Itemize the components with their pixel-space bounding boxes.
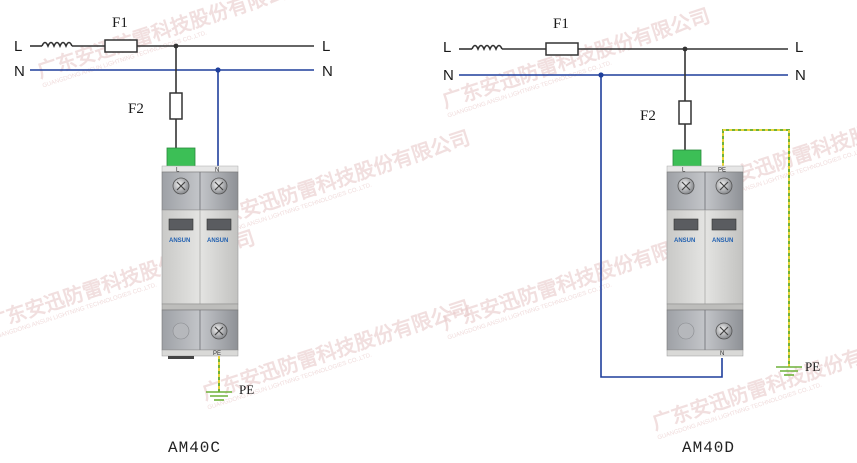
status-window (206, 218, 232, 231)
fuse-f2 (169, 92, 183, 120)
model-label: AM40D (682, 439, 735, 457)
line-label-right: L (795, 39, 803, 56)
fuse-f1 (104, 39, 138, 53)
watermark-text: 广东安迅防雷科技股份有限公司 (199, 125, 473, 234)
pe-ground-wire (722, 129, 790, 367)
spd-device-am40c: L N ANSUN ANSUN PE (161, 147, 239, 359)
terminal-l-label: L (682, 168, 686, 174)
line-label-right: L (322, 38, 330, 55)
status-window (168, 218, 194, 231)
fuse-f2 (678, 100, 692, 125)
fuse-f1-label: F1 (553, 16, 569, 32)
connector-green (672, 149, 702, 168)
diagram-am40c: L L F1 N N F2 L N (14, 15, 333, 457)
inductor-coil (471, 44, 503, 52)
terminal-pe-label: PE (718, 168, 726, 174)
pe-label: PE (239, 382, 254, 397)
fuse-f2-label: F2 (640, 108, 656, 124)
brand-label: ANSUN (674, 238, 695, 244)
watermark-text: 广东安迅防雷科技股份有限公司 (439, 3, 713, 112)
ground-symbol (776, 366, 802, 376)
neutral-label-right: N (322, 63, 333, 80)
fuse-f2-label: F2 (128, 101, 144, 117)
brand-label: ANSUN (169, 238, 190, 244)
ground-symbol (206, 391, 232, 401)
terminal-n-label: N (215, 168, 219, 174)
neutral-label-right: N (795, 67, 806, 84)
status-window (673, 218, 699, 231)
pe-label: PE (805, 359, 820, 374)
diagram-am40d: L L F1 N N F2 PE (443, 16, 820, 457)
inductor-coil (41, 41, 73, 49)
bottom-terminal-label: PE (213, 351, 221, 357)
line-l-wire (30, 41, 314, 49)
neutral-return-wire (600, 75, 723, 378)
bottom-terminal-label: N (720, 351, 724, 357)
status-window (711, 218, 737, 231)
fuse-f1-label: F1 (112, 15, 128, 31)
spd-device-am40d: L PE ANSUN ANSUN N (666, 149, 744, 357)
line-label-left: L (14, 38, 22, 55)
line-label-left: L (443, 39, 451, 56)
terminal-l-label: L (176, 168, 180, 174)
neutral-label-left: N (14, 63, 25, 80)
neutral-label-left: N (443, 67, 454, 84)
brand-label: ANSUN (712, 238, 733, 244)
connector-green (166, 147, 196, 168)
brand-label: ANSUN (207, 238, 228, 244)
fuse-f1 (545, 42, 579, 56)
model-label: AM40C (168, 439, 221, 457)
